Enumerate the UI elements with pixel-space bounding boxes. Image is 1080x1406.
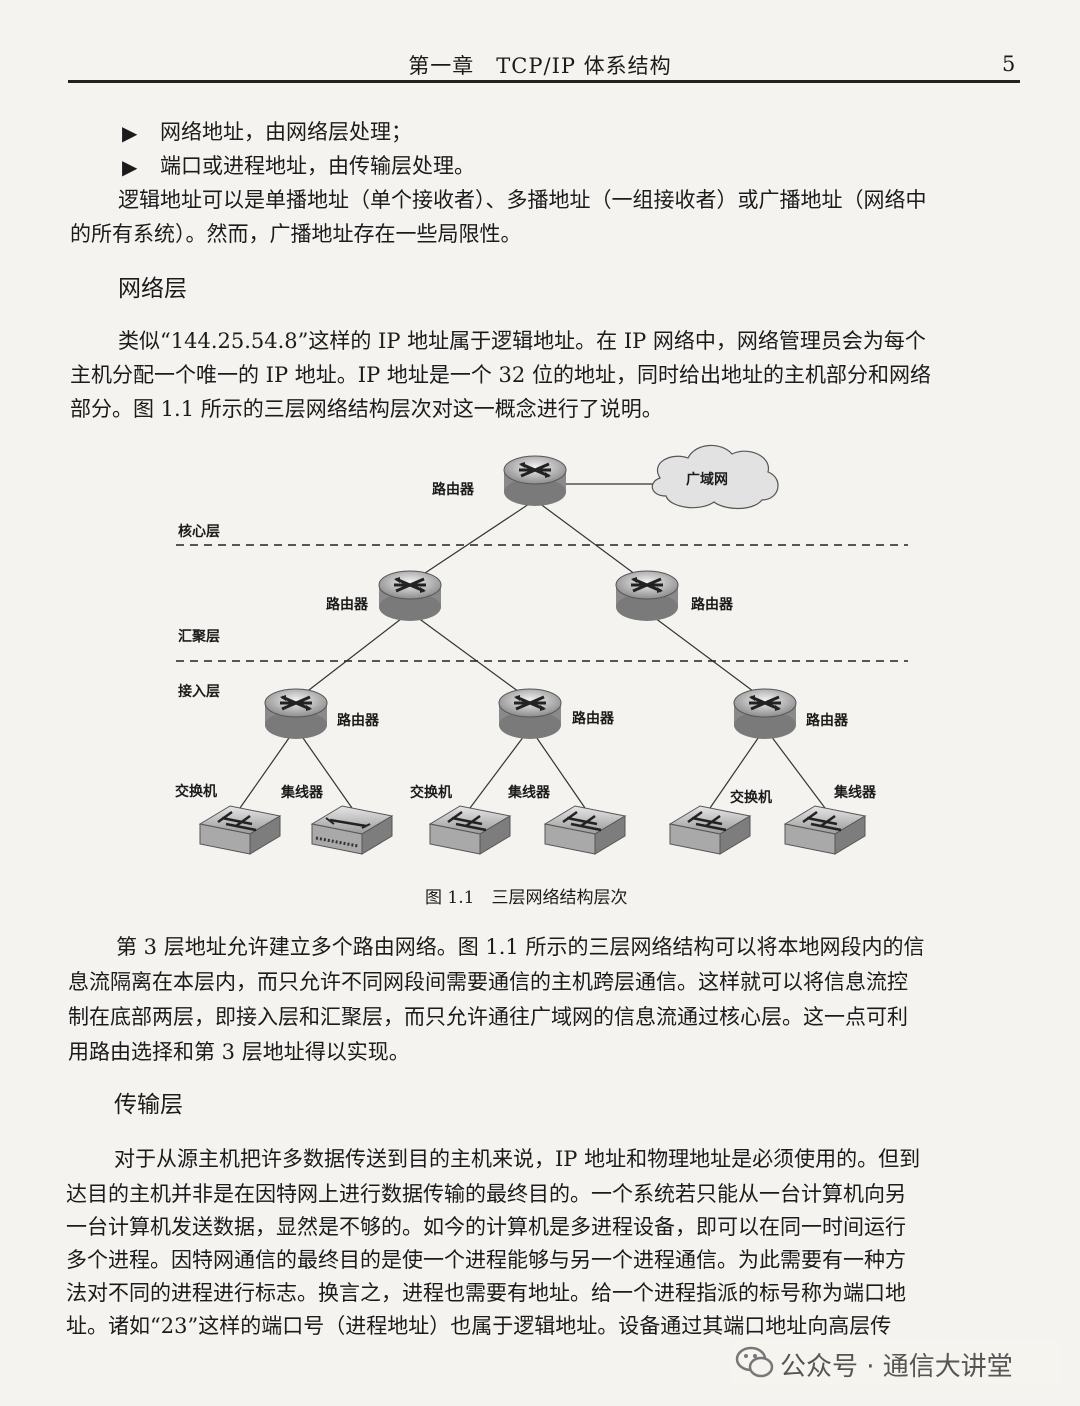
bullet-marker: ▶ xyxy=(122,155,138,179)
hub-label: 集线器 xyxy=(507,784,551,801)
router-label: 路由器 xyxy=(337,712,380,729)
layer-label-core: 核心层 xyxy=(178,523,220,540)
hub-label: 集线器 xyxy=(833,784,877,801)
hub-icon xyxy=(310,804,394,856)
layer-label-aggregation: 汇聚层 xyxy=(178,629,220,645)
router-label: 路由器 xyxy=(691,596,734,613)
network-diagram: 核心层 汇聚层 接入层 路由器 广域网 路由器 路由器 路由器 路由器 路由器 … xyxy=(175,444,908,856)
paragraph-line: 多个进程。因特网通信的最终目的是使一个进程能够与另一个进程通信。为此需要有一种方 xyxy=(66,1248,906,1272)
paragraph-line: 息流隔离在本层内，而只允许不同网段间需要通信的主机跨层通信。这样就可以将信息流控 xyxy=(68,970,908,994)
wan-cloud-icon xyxy=(651,444,779,510)
router-label: 路由器 xyxy=(326,596,369,613)
paragraph-line: 第 3 层地址允许建立多个路由网络。图 1.1 所示的三层网络结构可以将本地网段… xyxy=(116,935,925,959)
wan-label: 广域网 xyxy=(686,471,728,488)
switch-icon xyxy=(428,804,512,856)
switch-icon xyxy=(668,804,752,856)
switch-label: 交换机 xyxy=(175,783,217,800)
paragraph-line: 制在底部两层，即接入层和汇聚层，而只允许通往广域网的信息流通过核心层。这一点可利 xyxy=(68,1005,908,1029)
section-heading: 传输层 xyxy=(114,1092,183,1118)
router-label: 路由器 xyxy=(432,481,475,498)
paragraph-line: 一台计算机发送数据，显然是不够的。如今的计算机是多进程设备，即可以在同一时间运行 xyxy=(66,1215,906,1239)
router-label: 路由器 xyxy=(806,712,849,729)
figure-caption: 图 1.1 三层网络结构层次 xyxy=(425,888,628,908)
paragraph-line: 法对不同的进程进行标志。换言之，进程也需要有地址。给一个进程指派的标号称为端口地 xyxy=(66,1281,906,1305)
paragraph-line: 逻辑地址可以是单播地址（单个接收者）、多播地址（一组接收者）或广播地址（网络中 xyxy=(118,188,927,212)
paragraph-line: 主机分配一个唯一的 IP 地址。IP 地址是一个 32 位的地址，同时给出地址的… xyxy=(70,363,931,387)
hub-icon xyxy=(543,804,627,856)
access-router-icon xyxy=(497,687,563,741)
core-router-icon xyxy=(502,454,568,508)
header-rule xyxy=(68,80,1020,83)
page-number: 5 xyxy=(1002,52,1016,76)
layer-label-access: 接入层 xyxy=(178,683,220,700)
paragraph-line: 对于从源主机把许多数据传送到目的主机来说，IP 地址和物理地址是必须使用的。但到 xyxy=(114,1147,921,1171)
hub-label: 集线器 xyxy=(280,784,324,801)
switch-icon xyxy=(198,804,282,856)
router-label: 路由器 xyxy=(572,710,615,727)
switch-label: 交换机 xyxy=(730,789,772,806)
switch-label: 交换机 xyxy=(410,784,452,801)
paragraph-line: 达目的主机并非是在因特网上进行数据传输的最终目的。一个系统若只能从一台计算机向另 xyxy=(66,1182,906,1206)
aggregation-router-icon xyxy=(614,569,680,623)
bullet-item: 网络地址，由网络层处理； xyxy=(160,120,412,144)
link-lines xyxy=(239,483,826,809)
wechat-icon xyxy=(735,1346,774,1378)
paragraph-line: 的所有系统）。然而，广播地址存在一些局限性。 xyxy=(70,222,522,246)
bullet-item: 端口或进程地址，由传输层处理。 xyxy=(160,154,475,178)
watermark-text: 公众号 · 通信大讲堂 xyxy=(780,1352,1013,1382)
paragraph-line: 址。诸如“23”这样的端口号（进程地址）也属于逻辑地址。设备通过其端口地址向高层… xyxy=(66,1314,892,1338)
aggregation-router-icon xyxy=(377,569,443,623)
paragraph-line: 部分。图 1.1 所示的三层网络结构层次对这一概念进行了说明。 xyxy=(70,397,663,421)
paragraph-line: 用路由选择和第 3 层地址得以实现。 xyxy=(68,1040,410,1064)
bullet-marker: ▶ xyxy=(122,121,138,145)
access-router-icon xyxy=(263,687,329,741)
watermark: 公众号 · 通信大讲堂 xyxy=(730,1340,1060,1386)
section-heading: 网络层 xyxy=(118,276,187,302)
access-router-icon xyxy=(732,687,798,741)
running-header: 第一章 TCP/IP 体系结构 xyxy=(408,54,672,78)
hub-icon xyxy=(783,804,867,856)
paragraph-line: 类似“144.25.54.8”这样的 IP 地址属于逻辑地址。在 IP 网络中，… xyxy=(118,329,926,353)
